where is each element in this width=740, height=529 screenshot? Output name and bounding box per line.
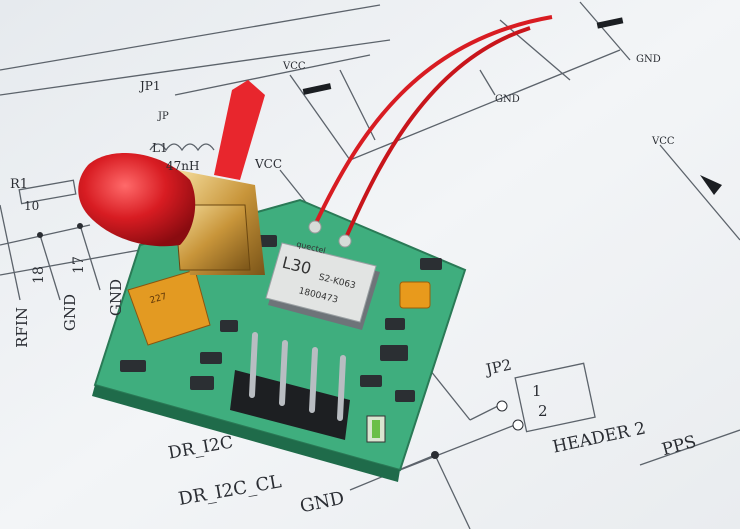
pcb-edge xyxy=(92,385,400,482)
label-gnd-mid: GND xyxy=(495,94,520,105)
label-gnd-pin2: GND xyxy=(107,278,126,317)
header-pins xyxy=(249,332,346,421)
red-wire xyxy=(343,26,531,241)
pin-header xyxy=(230,370,350,440)
label-pin17: 17 xyxy=(70,256,87,274)
label-jp2-pin1: 1 xyxy=(532,382,542,400)
solder-pad xyxy=(308,220,322,234)
tantalum-capacitor-small xyxy=(399,281,431,309)
sma-nut xyxy=(174,204,251,271)
red-wire xyxy=(313,15,553,226)
label-vcc-top: VCC xyxy=(283,61,306,72)
capacitor-symbol xyxy=(596,17,624,29)
gnss-module xyxy=(265,242,377,323)
label-rfin: RFIN xyxy=(12,307,31,348)
label-r1: R1 xyxy=(10,177,29,192)
label-jp2-pin2: 2 xyxy=(538,402,548,420)
label-l1: L1 xyxy=(152,141,168,155)
label-gnd-pin1: GND xyxy=(61,293,80,332)
label-jp1: JP1 xyxy=(140,79,161,93)
label-vcc-right: VCC xyxy=(652,136,675,147)
red-dust-cap xyxy=(78,153,196,247)
diode-symbol xyxy=(700,175,722,195)
dust-cap-tab xyxy=(214,80,265,180)
tantalum-capacitor-large xyxy=(127,269,211,346)
label-pin18: 18 xyxy=(30,266,47,284)
led-lens xyxy=(372,420,380,438)
label-jp: JP xyxy=(158,111,169,122)
label-gnd-top: GND xyxy=(636,54,661,65)
schematic-junctions xyxy=(37,223,524,459)
label-r1-value: 10 xyxy=(24,199,40,213)
label-l1-value: 47nH xyxy=(166,159,200,173)
label-vcc-mid: VCC xyxy=(255,157,283,171)
solder-pad xyxy=(338,234,352,248)
capacitor-symbol xyxy=(302,83,332,95)
